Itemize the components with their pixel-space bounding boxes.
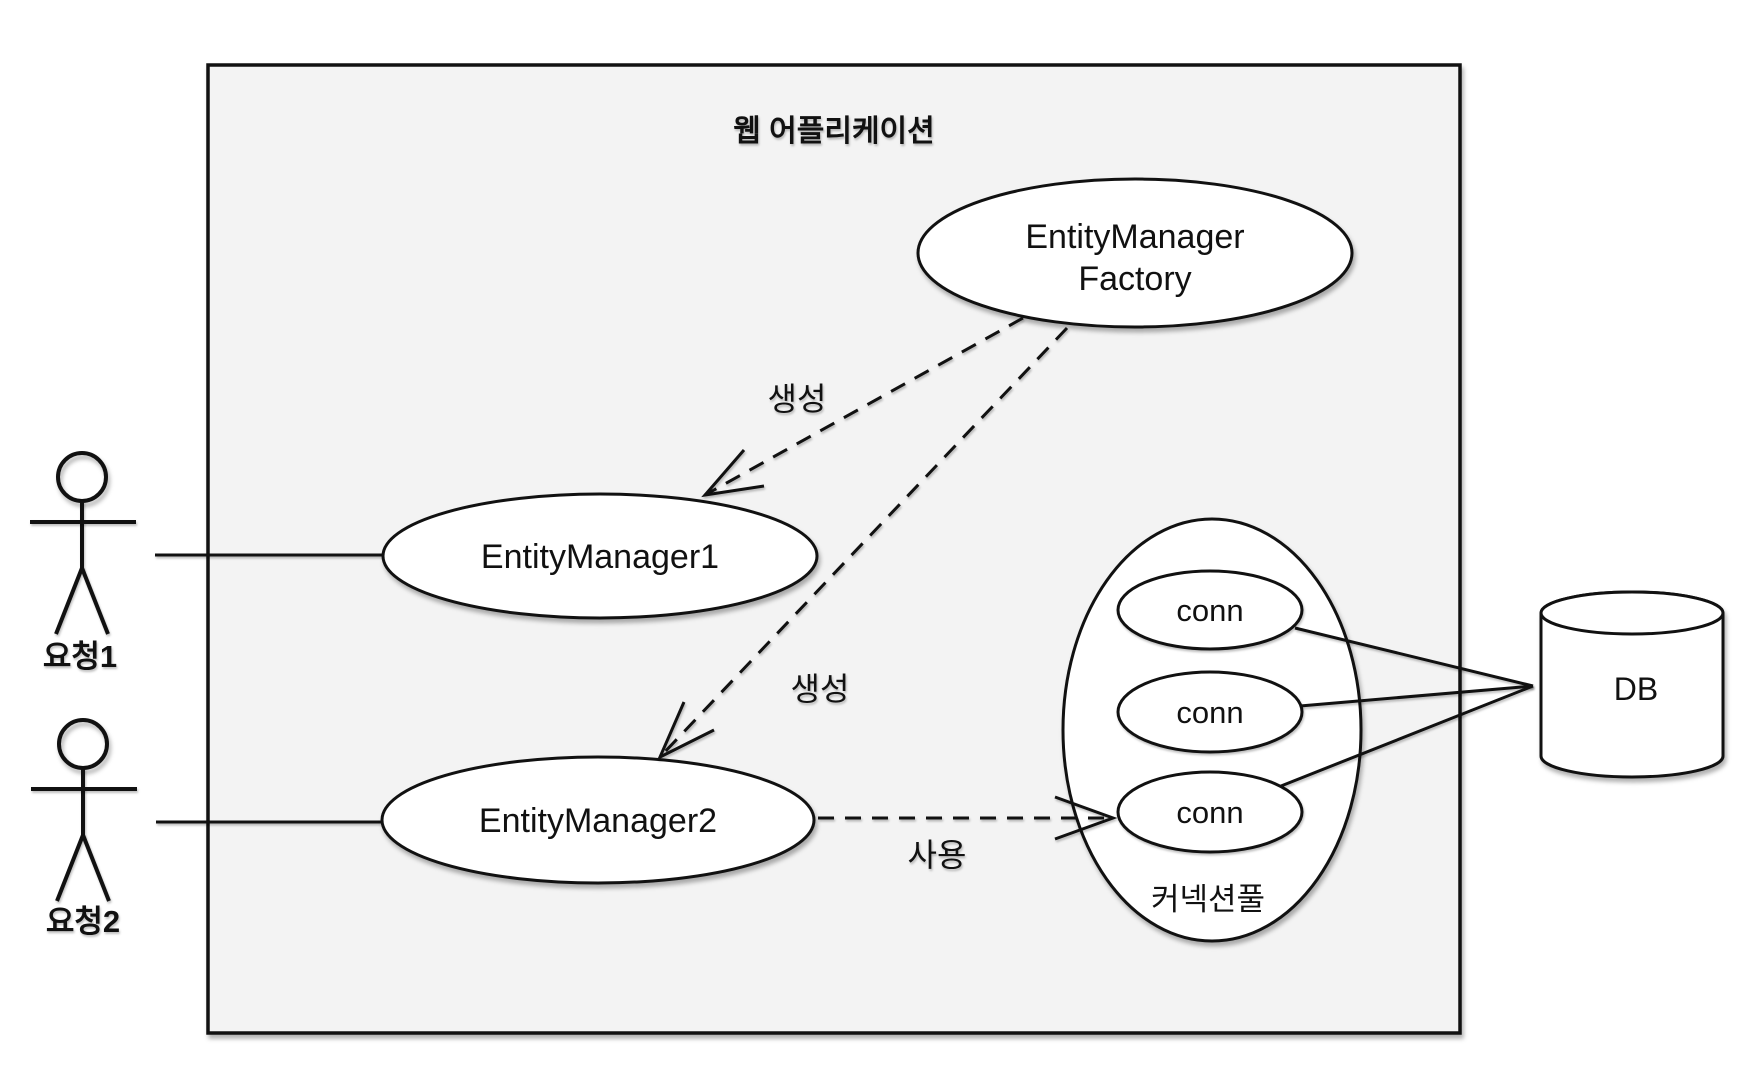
node-entitymanager1: EntityManager1 (381, 492, 819, 620)
entitymanagerfactory-ellipse (916, 177, 1354, 329)
pool-to-db-lines (1280, 626, 1534, 788)
entitymanager1-ellipse (381, 492, 819, 620)
actor1-head-icon (56, 451, 108, 503)
edge-use-conn: 사용 (818, 795, 1118, 873)
node-entitymanagerfactory: EntityManager Factory (916, 177, 1354, 329)
entitymanager2-label: EntityManager2 (479, 802, 717, 840)
conn1-label: conn (1176, 593, 1243, 628)
web-application-title: 웹 어플리케이션 (733, 115, 935, 148)
entitymanagerfactory-label-line2: Factory (1078, 260, 1191, 298)
create-em1-dashed-line (704, 316, 1024, 497)
entitymanager1-label: EntityManager1 (481, 538, 719, 576)
conn2-ellipse (1116, 670, 1304, 754)
actor2-left-leg (55, 834, 85, 902)
actor2-head-icon (57, 718, 109, 770)
actor-request1: 요청1 (30, 451, 385, 674)
conn3-ellipse (1116, 770, 1304, 854)
node-entitymanager2: EntityManager2 (380, 755, 816, 885)
conn2-label: conn (1176, 695, 1243, 730)
conn3-to-db-line (1280, 684, 1534, 788)
actor1-right-leg (80, 567, 110, 635)
actor1-left-leg (54, 567, 84, 635)
use-conn-arrowhead-icon (1054, 795, 1118, 841)
conn2-to-db-line (1299, 684, 1534, 708)
edge-create-em2: 생성 (656, 326, 1069, 761)
db-cylinder-top (1539, 590, 1725, 636)
actor-request2: 요청2 (31, 718, 384, 939)
edge-create-em1: 생성 (701, 316, 1024, 498)
create-em2-arrowhead-icon (656, 701, 715, 761)
actor1-label: 요청1 (43, 639, 117, 674)
actor2-right-leg (81, 834, 111, 902)
actor2-label: 요청2 (46, 904, 120, 939)
connection-pool-label: 커넥션풀 (1151, 882, 1265, 917)
connection-pool: conn conn conn 커넥션풀 (1061, 517, 1363, 943)
conn1-to-db-line (1294, 626, 1534, 688)
create-em1-arrowhead-icon (701, 449, 765, 498)
entitymanager2-ellipse (380, 755, 816, 885)
db-label: DB (1614, 671, 1658, 707)
create-em1-label: 생성 (768, 381, 827, 417)
conn3-label: conn (1176, 795, 1243, 830)
entitymanagerfactory-label-line1: EntityManager (1025, 218, 1244, 256)
use-conn-label: 사용 (908, 837, 967, 873)
node-db: DB (1539, 590, 1725, 779)
create-em2-label: 생성 (791, 671, 850, 707)
create-em2-dashed-line (658, 326, 1069, 759)
conn1-ellipse (1116, 569, 1304, 651)
